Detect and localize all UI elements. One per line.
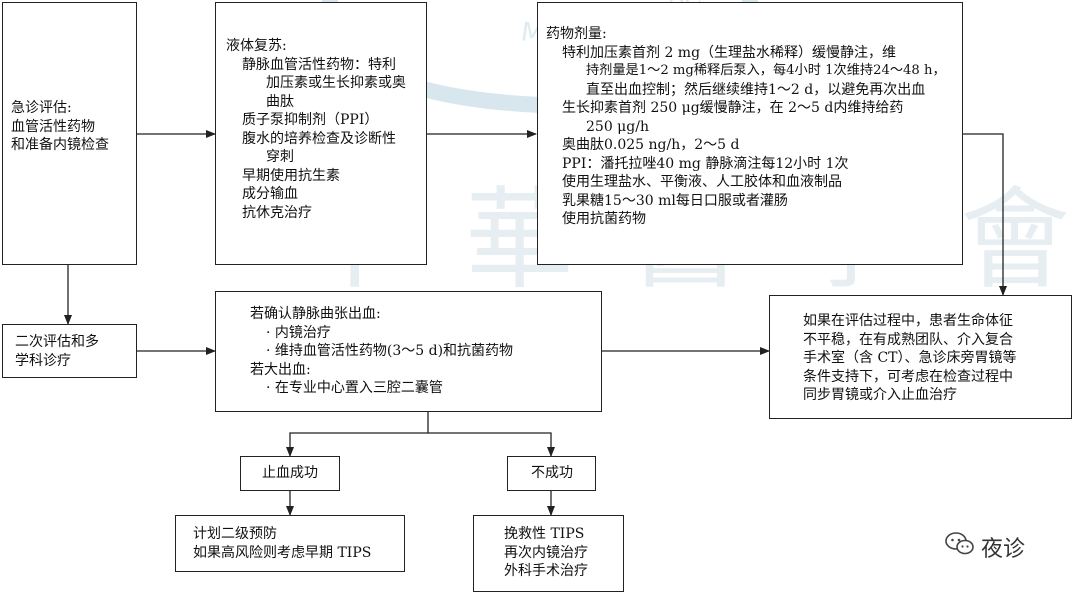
box-rescue-treatment: 挽救性 TIPS 再次内镜治疗 外科手术治疗 <box>473 515 624 592</box>
box-unstable-vitals: 如果在评估过程中，患者生命体征 不平稳，在有成熟团队、介入复合 手术室（含 CT… <box>769 295 1072 419</box>
box2-line: 二次评估和多 <box>15 334 99 350</box>
box4-item: 持剂量是1～2 mg稀释后泵入，每4小时 1次维持24～48 h， <box>586 63 946 78</box>
box3-item: 腹水的培养检查及诊断性 <box>242 130 396 147</box>
arrow-b4-b6 <box>963 133 1007 296</box>
box3-title: 液体复苏: <box>226 38 287 54</box>
box9-line: 如果高风险则考虑早期 TIPS <box>193 544 372 561</box>
box4-item: 使用生理盐水、平衡液、人工胶体和血液制品 <box>562 174 842 190</box>
box3-item: 静脉血管活性药物：特利 <box>242 56 396 73</box>
box-initial-assessment: 急诊评估: 血管活性药物 和准备内镜检查 <box>2 2 137 265</box>
box3-item: 穿刺 <box>266 149 294 165</box>
box5-item: 若大出血: <box>250 361 311 378</box>
box3-item: 抗休克治疗 <box>242 204 312 221</box>
box6-line: 同步胃镜或介入止血治疗 <box>803 387 957 403</box>
box6-line: 不平稳，在有成熟团队、介入复合 <box>803 331 1013 348</box>
box9-line: 计划二级预防 <box>193 526 277 542</box>
box-secondary-prevention: 计划二级预防 如果高风险则考虑早期 TIPS <box>175 515 405 572</box>
box-hemostasis-success: 止血成功 <box>240 456 340 491</box>
box4-item: 生长抑素首剂 250 μg缓慢静注，在 2～5 d内维持给药 <box>562 100 904 116</box>
box-drug-dosage: 药物剂量: 特利加压素首剂 2 mg（生理盐水稀释）缓慢静注，维 持剂量是1～2… <box>537 2 963 265</box>
box4-item: 直至出血控制；然后继续维持1～2 d，以避免再次出血 <box>586 81 926 98</box>
box5-item: 若确认静脉曲张出血: <box>250 306 381 322</box>
box6-line: 条件支持下，可考虑在检查过程中 <box>803 368 1013 385</box>
box3-item: 成分输血 <box>242 186 298 202</box>
box2-line: 学科诊疗 <box>15 352 71 369</box>
box1-line: 和准备内镜检查 <box>11 137 109 153</box>
box5-item: · 维持血管活性药物(3～5 d)和抗菌药物 <box>266 343 514 359</box>
box1-line: 血管活性药物 <box>11 118 95 135</box>
box10-line: 外科手术治疗 <box>504 563 588 579</box>
wechat-icon <box>945 531 975 563</box>
box4-item: 使用抗菌药物 <box>562 211 646 227</box>
box-hemostasis-failure: 不成功 <box>507 456 596 491</box>
box5-item: · 内镜治疗 <box>266 324 331 341</box>
box10-line: 挽救性 TIPS <box>504 526 585 542</box>
box4-item: PPI：潘托拉唑40 mg 静脉滴注每12小时 1次 <box>562 155 849 172</box>
box4-item: 奥曲肽0.025 ng/h，2～5 d <box>562 137 740 153</box>
box3-item: 早期使用抗生素 <box>242 167 340 184</box>
box3-item: 加压素或生长抑素或奥 <box>266 75 406 91</box>
box4-title: 药物剂量: <box>546 26 607 42</box>
box4-item: 250 μg/h <box>586 118 649 135</box>
wechat-account: 夜诊 <box>945 532 1025 562</box>
box4-item: 乳果糖15～30 ml每日口服或者灌肠 <box>562 192 788 209</box>
wechat-account-name: 夜诊 <box>981 537 1026 562</box>
box10-line: 再次内镜治疗 <box>504 544 588 561</box>
box3-item: 曲肽 <box>266 93 294 110</box>
box-fluid-resuscitation: 液体复苏: 静脉血管活性药物：特利 加压素或生长抑素或奥 曲肽 质子泵抑制剂（P… <box>215 2 427 265</box>
box5-item: · 在专业中心置入三腔二囊管 <box>266 380 443 396</box>
box-variceal-bleeding: 若确认静脉曲张出血: · 内镜治疗 · 维持血管活性药物(3～5 d)和抗菌药物… <box>215 291 602 412</box>
box3-item: 质子泵抑制剂（PPI） <box>242 112 379 128</box>
box8-line: 不成功 <box>531 465 573 481</box>
box6-line: 手术室（含 CT）、急诊床旁胃镜等 <box>803 350 1017 366</box>
box4-item: 特利加压素首剂 2 mg（生理盐水稀释）缓慢静注，维 <box>562 44 897 61</box>
box7-line: 止血成功 <box>262 465 318 481</box>
box-secondary-assessment: 二次评估和多 学科诊疗 <box>2 324 137 378</box>
branch-split <box>286 412 429 457</box>
box1-line: 急诊评估: <box>11 100 72 116</box>
box6-line: 如果在评估过程中，患者生命体征 <box>803 313 1013 329</box>
